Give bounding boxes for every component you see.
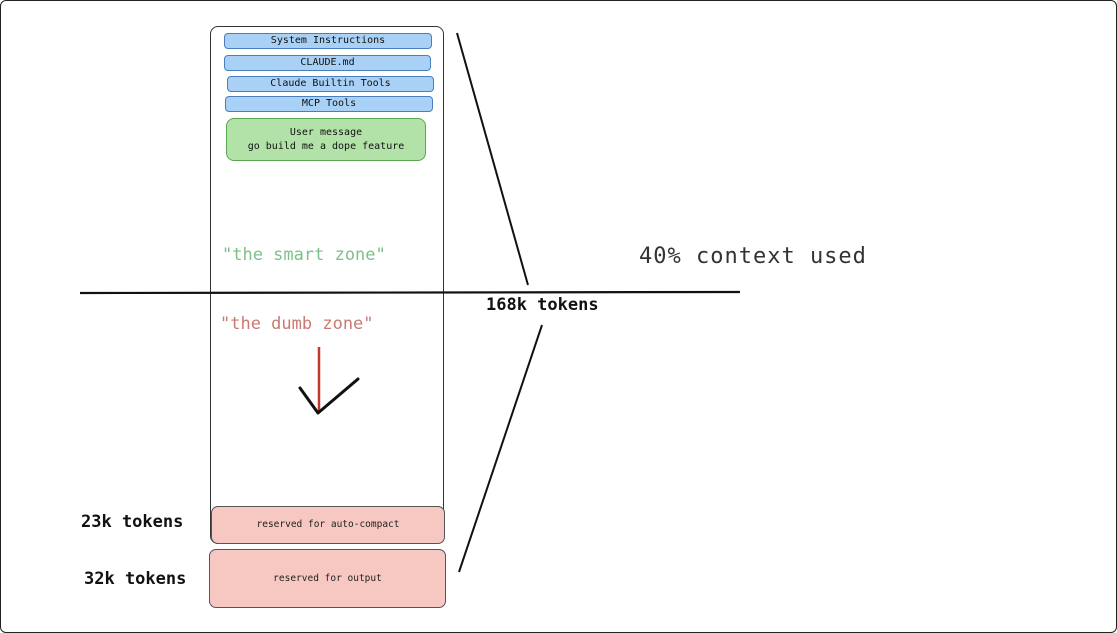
output-reserve-block: reserved for output	[209, 549, 446, 608]
user-message-title: User message	[289, 127, 363, 138]
context-used-label: 40% context used	[639, 244, 867, 269]
system-instructions-label: System Instructions	[270, 35, 386, 46]
lower-bracket-line	[458, 324, 543, 573]
auto-compact-token-label: 23k tokens	[81, 512, 184, 532]
auto-compact-reserve-block: reserved for auto-compact	[211, 506, 445, 544]
dumb-zone-label: "the dumb zone"	[220, 314, 374, 334]
mcp-tools-block: MCP Tools	[225, 96, 433, 112]
builtin-tools-block: Claude Builtin Tools	[227, 76, 434, 92]
smart-zone-label: "the smart zone"	[222, 245, 386, 265]
upper-bracket-line	[456, 32, 529, 286]
user-message-text: go build me a dope feature	[247, 141, 405, 152]
threshold-line	[79, 290, 741, 295]
mcp-tools-label: MCP Tools	[301, 98, 357, 109]
system-instructions-block: System Instructions	[224, 33, 432, 49]
claude-md-block: CLAUDE.md	[224, 55, 431, 71]
user-message-block: User message go build me a dope feature	[226, 118, 426, 161]
output-reserve-label: reserved for output	[273, 573, 382, 584]
down-arrow-head	[298, 377, 360, 415]
claude-md-label: CLAUDE.md	[300, 57, 355, 68]
builtin-tools-label: Claude Builtin Tools	[270, 78, 391, 89]
threshold-token-label: 168k tokens	[486, 295, 599, 315]
auto-compact-reserve-label: reserved for auto-compact	[256, 519, 400, 530]
output-token-label: 32k tokens	[84, 569, 187, 589]
